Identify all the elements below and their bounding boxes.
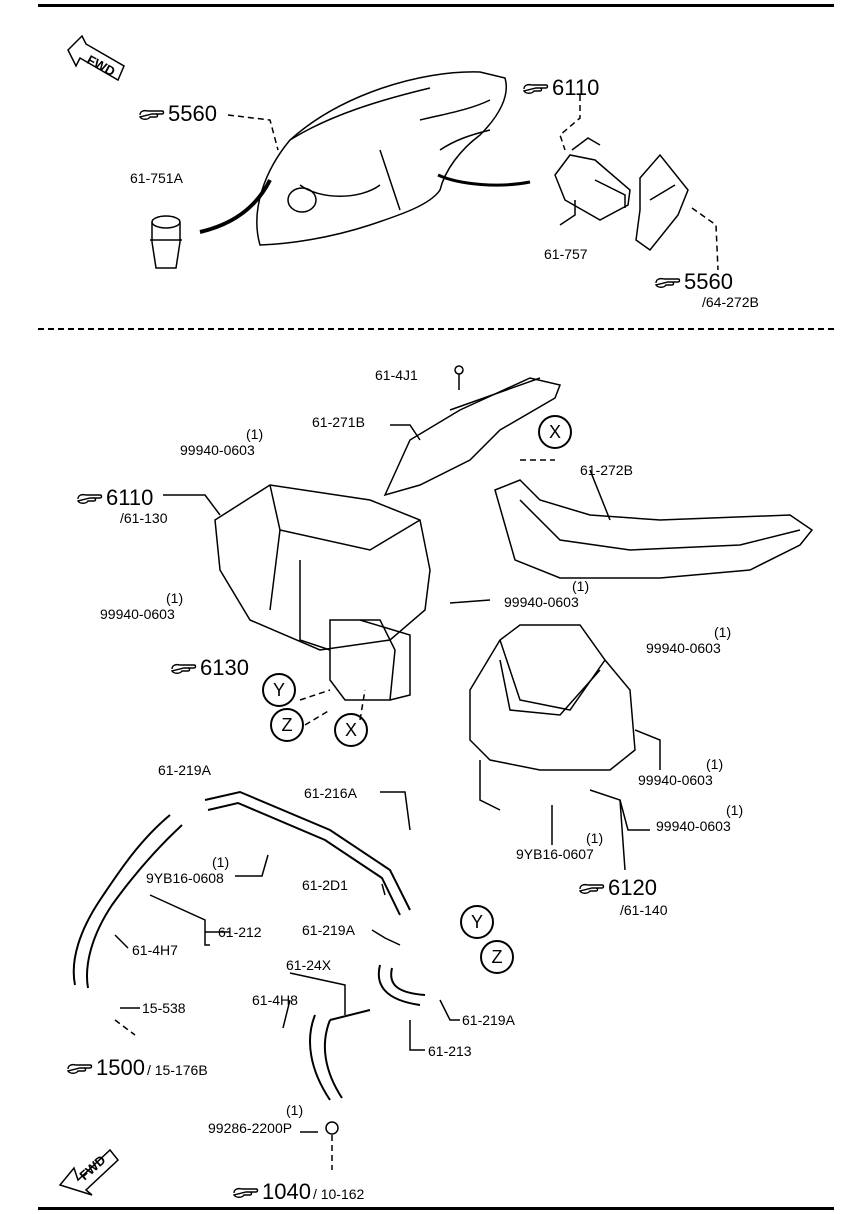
part-99940-e[interactable]: 99940-0603 [638,772,713,788]
part-61-757[interactable]: 61-757 [544,246,588,262]
ref-6110-top[interactable]: 6110 [522,76,599,100]
duct-61-272B [494,479,814,579]
ref-1040[interactable]: 1040/ 10-162 [232,1180,364,1204]
ref-6130[interactable]: 6130 [170,656,249,680]
part-99940-a[interactable]: 99940-0603 [180,442,255,458]
bottom-rule [38,1207,834,1210]
ref-1040-sub: / 10-162 [312,1186,365,1202]
ref-6120[interactable]: 6120 [578,876,657,900]
part-61-4J1[interactable]: 61-4J1 [375,367,418,383]
ref-6110-left-sub: /61-130 [120,510,168,526]
part-99940-b[interactable]: 99940-0603 [100,606,175,622]
part-99940-f[interactable]: 99940-0603 [656,818,731,834]
clip-61-751A [150,215,182,269]
marker-z-upper: Z [270,708,304,742]
part-61-2D1[interactable]: 61-2D1 [302,877,348,893]
qty-c: (1) [572,578,590,594]
ref-5560-top[interactable]: 5560 [138,102,217,126]
part-61-24X[interactable]: 61-24X [286,957,332,973]
pointer-icon [170,662,198,676]
part-61-213[interactable]: 61-213 [428,1043,472,1059]
part-61-219A-c[interactable]: 61-219A [462,1012,515,1028]
qty-f: (1) [726,802,744,818]
bracket-panel [635,153,689,252]
qty-b: (1) [166,590,184,606]
qty-h: (1) [212,854,230,870]
top-rule [38,4,834,7]
pointer-icon [654,276,682,290]
marker-y-lower: Y [460,905,494,939]
dashboard-illustration [256,71,507,246]
part-15-538[interactable]: 15-538 [142,1000,186,1016]
fwd-arrow-top [67,34,125,82]
part-61-219A-a[interactable]: 61-219A [158,762,211,778]
part-61-219A-b[interactable]: 61-219A [302,922,355,938]
fwd-arrow-bottom [58,1148,120,1196]
part-99940-c[interactable]: 99940-0603 [504,594,579,610]
marker-z-lower: Z [480,940,514,974]
part-61-272B[interactable]: 61-272B [580,462,633,478]
defroster-duct-61-271B [383,377,562,497]
ref-6120-sub: /61-140 [620,902,668,918]
hose-61-212 [72,814,183,989]
qty-a: (1) [246,426,264,442]
ref-6110-left[interactable]: 6110 [76,486,153,510]
pointer-icon [66,1062,94,1076]
qty-i: (1) [286,1102,304,1118]
section-divider [38,328,834,330]
qty-d: (1) [714,624,732,640]
ref-1500[interactable]: 1500/ 15-176B [66,1056,208,1080]
qty-e: (1) [706,756,724,772]
ref-5560-right-sub: /64-272B [702,294,759,310]
part-99940-d[interactable]: 99940-0603 [646,640,721,656]
blower-unit-61-140 [469,624,636,811]
heater-unit-61-130 [214,484,431,701]
marker-x-lower: X [334,713,368,747]
part-9YB16-0607[interactable]: 9YB16-0607 [516,846,594,862]
part-61-4H8[interactable]: 61-4H8 [252,992,298,1008]
part-9YB16-0608[interactable]: 9YB16-0608 [146,870,224,886]
part-61-216A[interactable]: 61-216A [304,785,357,801]
marker-x-upper: X [538,415,572,449]
part-61-751A[interactable]: 61-751A [130,170,183,186]
part-61-212[interactable]: 61-212 [218,924,262,940]
pointer-icon [232,1186,260,1200]
hose-61-24X [309,1009,371,1101]
pointer-icon [138,108,166,122]
part-61-4H7[interactable]: 61-4H7 [132,942,178,958]
part-99286-2200P[interactable]: 99286-2200P [208,1120,293,1136]
hose-61-213 [377,964,426,1006]
pipe-61-2D1 [204,790,411,916]
qty-g: (1) [586,830,604,846]
pointer-icon [578,882,606,896]
pointer-icon [76,492,104,506]
ref-1500-sub: / 15-176B [146,1062,208,1078]
pointer-icon [522,82,550,96]
marker-y-upper: Y [262,673,296,707]
ref-5560-right[interactable]: 5560 [654,270,733,294]
part-61-271B[interactable]: 61-271B [312,414,365,430]
switch-61-757 [554,137,631,226]
